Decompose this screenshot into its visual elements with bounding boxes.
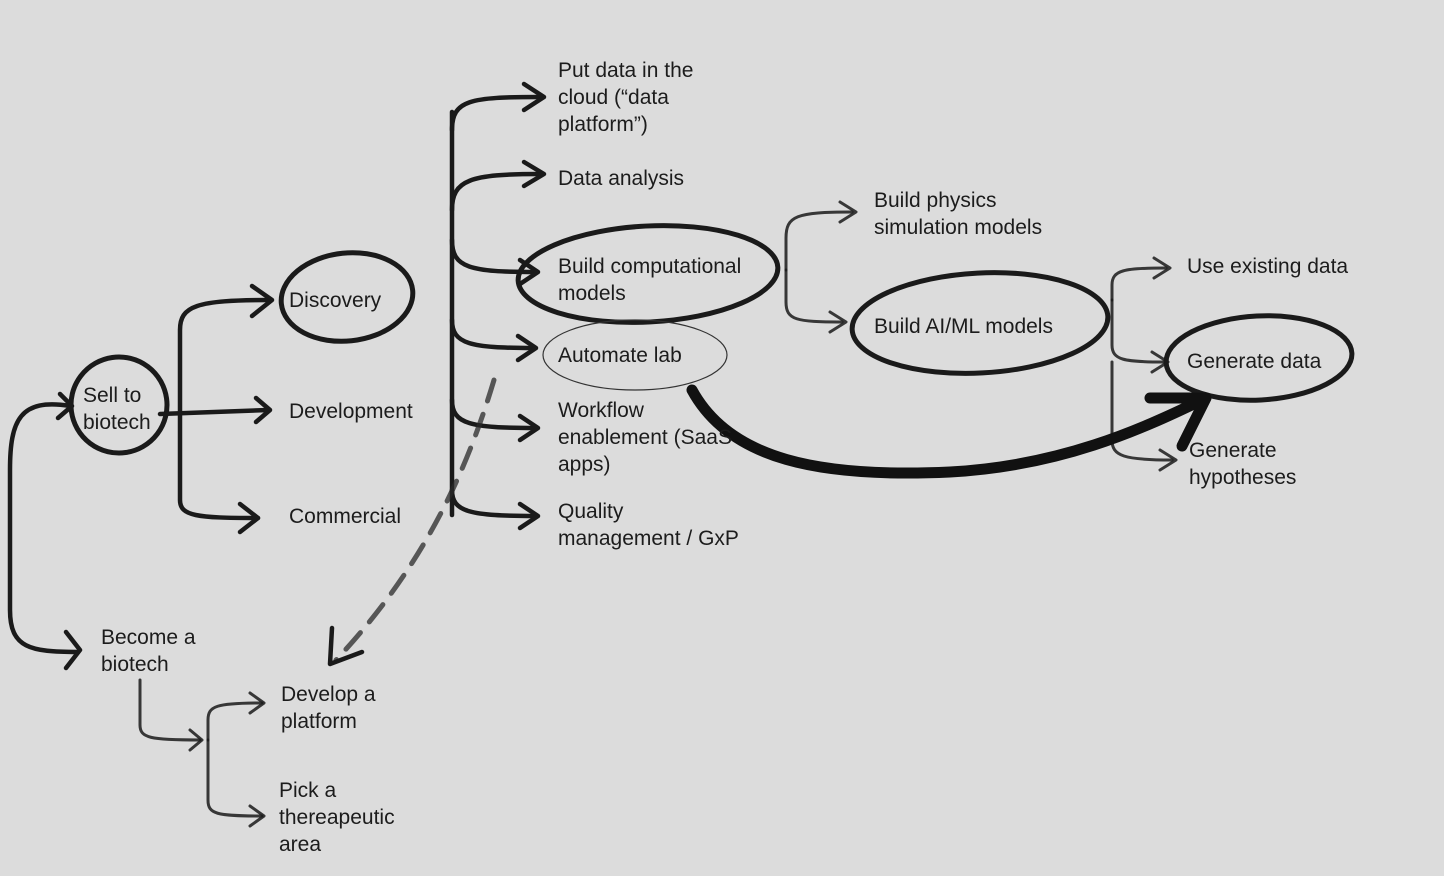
node-workflow-enablement[interactable]: Workflow enablement (SaaS apps) xyxy=(558,399,732,476)
highlight-rings xyxy=(68,223,1355,456)
edge-sell-to-become xyxy=(7,391,83,671)
node-sell-to-biotech[interactable]: Sell to biotech xyxy=(83,384,151,434)
edge-discovery-to-column xyxy=(449,81,547,531)
node-build-physics-models[interactable]: Build physics simulation models xyxy=(874,189,1043,239)
edge-become-to-sub xyxy=(138,678,266,828)
node-automate-lab[interactable]: Automate lab xyxy=(558,344,682,367)
edge-automate-to-platform xyxy=(327,377,497,667)
node-development[interactable]: Development xyxy=(289,400,413,423)
node-discovery[interactable]: Discovery xyxy=(289,289,382,312)
node-generate-hypotheses[interactable]: Generate hypotheses xyxy=(1189,439,1297,489)
edge-computational-to-models xyxy=(784,200,858,334)
node-use-existing-data[interactable]: Use existing data xyxy=(1187,255,1349,278)
edge-automate-to-generate xyxy=(686,384,1212,479)
node-quality-management[interactable]: Quality management / GxP xyxy=(558,500,739,550)
edge-sell-to-stages xyxy=(157,283,275,535)
node-become-a-biotech[interactable]: Become a biotech xyxy=(101,626,196,676)
node-build-computational-models[interactable]: Build computational models xyxy=(558,255,742,305)
node-pick-therapeutic-area[interactable]: Pick a thereapeutic area xyxy=(279,779,395,856)
node-build-aiml-models[interactable]: Build AI/ML models xyxy=(874,315,1053,338)
node-data-analysis[interactable]: Data analysis xyxy=(558,167,685,190)
ring-build-computational-models xyxy=(515,223,781,325)
node-commercial[interactable]: Commercial xyxy=(289,505,402,528)
edge-aiml-to-data xyxy=(1110,256,1178,472)
ring-sell-to-biotech xyxy=(68,354,170,456)
node-put-data-in-cloud[interactable]: Put data in the cloud (“data platform”) xyxy=(558,59,694,136)
ring-discovery xyxy=(278,250,416,344)
ring-build-aiml-models xyxy=(849,270,1111,376)
node-develop-a-platform[interactable]: Develop a platform xyxy=(281,683,376,733)
node-generate-data[interactable]: Generate data xyxy=(1187,350,1322,373)
ring-automate-lab xyxy=(542,319,728,391)
